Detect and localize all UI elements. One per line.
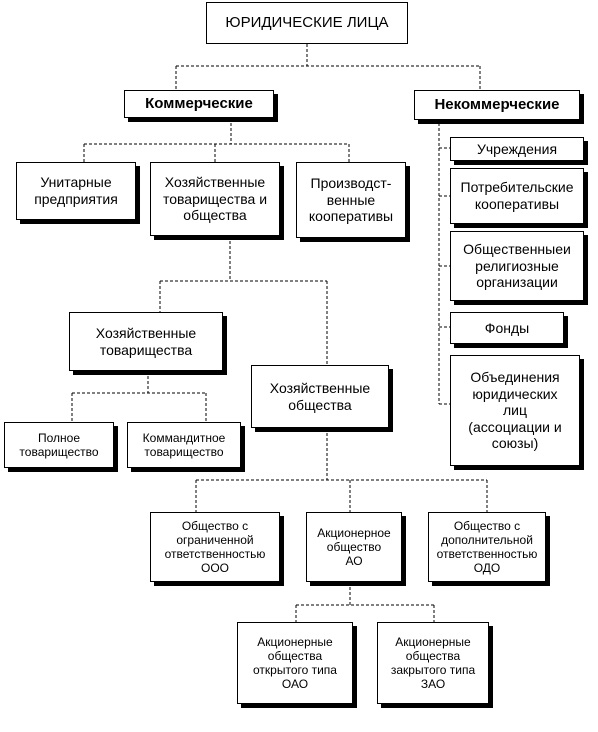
noncommercial-item-consumer-coops: Потребительские кооперативы (450, 168, 584, 224)
ooo-box: Общество с ограниченной ответственностью… (150, 512, 280, 582)
ao-box: Акционерное общество АО (306, 512, 402, 582)
noncommercial-item-institutions: Учреждения (450, 137, 584, 161)
noncommercial-header: Некоммерческие (414, 90, 580, 120)
unitary-enterprises-box: Унитарные предприятия (16, 162, 136, 220)
root-box: ЮРИДИЧЕСКИЕ ЛИЦА (206, 2, 408, 44)
production-coops-box: Производст- венные кооперативы (296, 162, 406, 238)
noncommercial-item-funds: Фонды (450, 312, 564, 344)
odo-box: Общество с дополнительной ответственност… (428, 512, 546, 582)
noncommercial-item-associations: Объединения юридических лиц (ассоциации … (450, 355, 580, 466)
economic-societies-box: Хозяйственные общества (251, 365, 389, 428)
economic-partnerships-societies-box: Хозяйственные товарищества и общества (150, 162, 280, 236)
oao-box: Акционерные общества открытого типа ОАО (237, 622, 353, 704)
full-partnership-box: Полное товарищество (4, 422, 114, 468)
commercial-header: Коммерческие (124, 90, 274, 118)
zao-box: Акционерные общества закрытого типа ЗАО (377, 622, 489, 704)
economic-partnerships-box: Хозяйственные товарищества (69, 312, 223, 371)
limited-partnership-box: Коммандитное товарищество (127, 422, 241, 468)
noncommercial-item-public-religious: Общественныеи религиозные организации (450, 231, 584, 301)
